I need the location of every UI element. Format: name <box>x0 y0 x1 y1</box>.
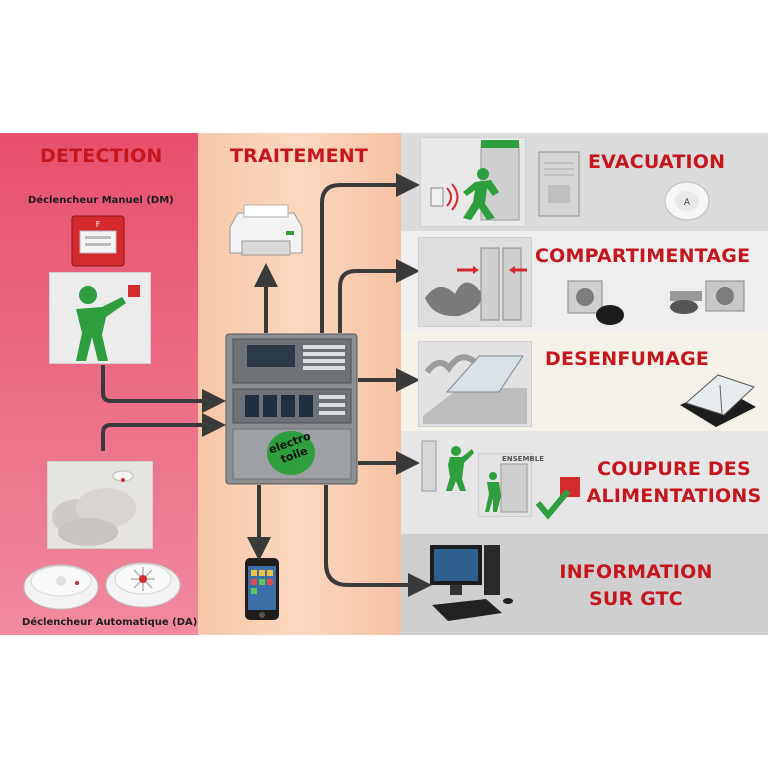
arrow-panel-to-compartimentage <box>338 259 420 333</box>
emergency-exit-icon <box>478 453 532 517</box>
siren-icon: A <box>664 177 710 221</box>
fire-alarm-call-point-icon: F <box>71 215 125 267</box>
treatment-title: TRAITEMENT <box>230 145 369 167</box>
emergency-exit-icon <box>420 137 526 227</box>
smoke-detector-icon <box>104 549 182 611</box>
smoke-vent-icon <box>418 341 532 427</box>
person-pressing-alarm-icon <box>49 272 151 364</box>
arrow-panel-to-evacuation <box>320 173 420 333</box>
coupure-title: COUPURE DES ALIMENTATIONS <box>584 456 764 510</box>
ensemble-sign: ENSEMBLE <box>502 455 545 463</box>
desenfumage-title: DESENFUMAGE <box>545 348 710 370</box>
flow-arrows <box>101 173 432 597</box>
information-title-line2: SUR GTC <box>589 588 683 610</box>
coupure-title-line1: COUPURE DES <box>597 458 751 480</box>
arrow-panel-to-gtc <box>324 485 432 597</box>
arrow-manual-to-panel <box>101 365 226 413</box>
compartimentage-title: COMPARTIMENTAGE <box>535 245 751 267</box>
smoke-detector-icon <box>47 461 153 549</box>
printer-icon <box>224 201 308 261</box>
power-cut-icon <box>534 475 584 523</box>
smoke-vent-icon <box>676 365 760 431</box>
fire-control-panel-icon <box>225 333 358 485</box>
automatic-trigger-label: Déclencheur Automatique (DA) <box>22 617 198 628</box>
coupure-title-line2: ALIMENTATIONS <box>586 485 762 507</box>
smartphone-icon <box>244 557 280 621</box>
arrow-auto-to-panel <box>101 413 226 451</box>
detection-title: DETECTION <box>40 145 163 167</box>
fire-safety-diagram: DETECTION TRAITEMENT Déclencheur Manuel … <box>0 133 768 635</box>
information-title: INFORMATION SUR GTC <box>546 559 726 613</box>
door-magnet-icon <box>566 279 628 327</box>
manual-trigger-label: Déclencheur Manuel (DM) <box>28 195 174 206</box>
information-title-line1: INFORMATION <box>559 561 713 583</box>
power-cut-icon <box>420 439 476 493</box>
svg-text:A: A <box>684 198 691 208</box>
svg-text:F: F <box>96 220 101 229</box>
evacuation-title: EVACUATION <box>588 151 726 173</box>
smoke-detector-icon <box>22 551 100 613</box>
siren-icon <box>538 151 580 217</box>
door-magnet-icon <box>662 279 748 319</box>
fire-door-icon <box>418 237 532 327</box>
computer-icon <box>426 543 520 627</box>
